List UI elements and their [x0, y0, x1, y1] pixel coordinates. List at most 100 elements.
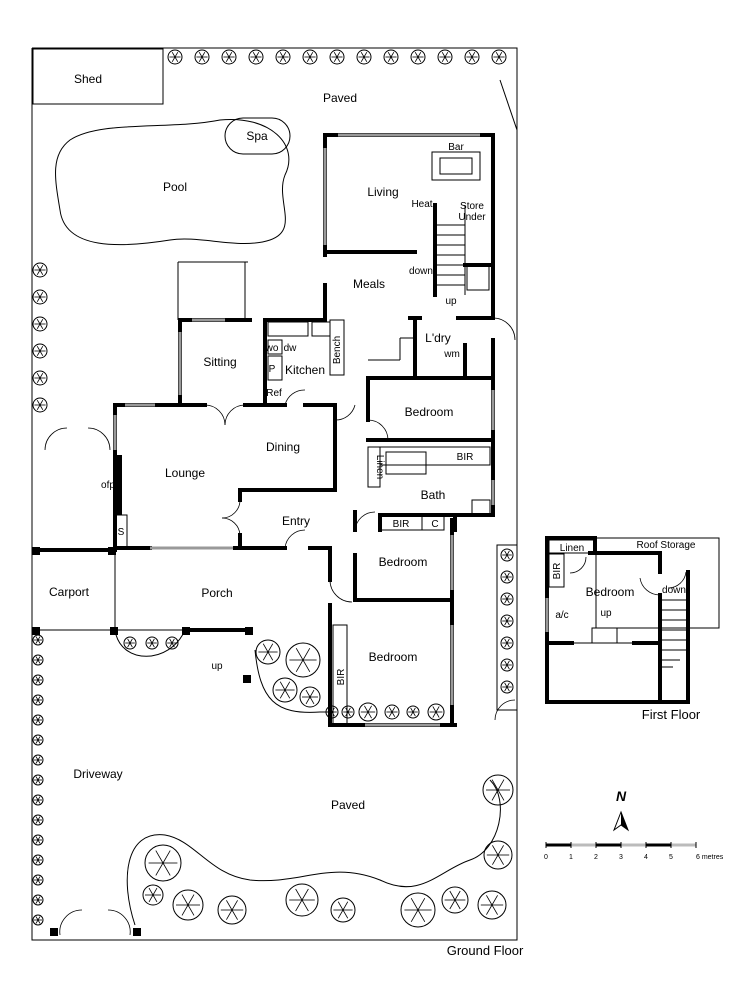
label-meals: Meals: [353, 277, 385, 291]
label-porch: Porch: [201, 586, 232, 600]
tree-icon: [437, 49, 453, 65]
scale-tick-label: 3: [619, 854, 623, 861]
label-down: down: [409, 266, 433, 277]
tree-icon: [500, 548, 514, 562]
tree-icon: [221, 49, 237, 65]
tree-icon: [400, 892, 436, 928]
label-up-porch: up: [211, 661, 223, 672]
tree-icon: [427, 703, 445, 721]
label-ref: Ref: [266, 388, 282, 399]
label-wm: wm: [443, 349, 460, 360]
first-floor-plan: Linen Roof Storage BIR Bedroom a/c up do…: [545, 536, 720, 722]
tree-icon: [330, 897, 356, 923]
tree-icon: [32, 694, 44, 706]
tree-icon: [32, 370, 48, 386]
tree-icon: [383, 49, 399, 65]
tree-icon: [167, 49, 183, 65]
tree-icon: [406, 705, 420, 719]
scale-tick-label: 5: [669, 854, 673, 861]
tree-icon: [142, 884, 164, 906]
tree-icon: [255, 639, 281, 665]
site-boundary: [31, 47, 518, 941]
tree-icon: [32, 289, 48, 305]
label-bir-1: BIR: [457, 452, 474, 463]
label-bir-2: BIR: [393, 519, 410, 530]
tree-icon: [500, 592, 514, 606]
tree-icon: [477, 890, 507, 920]
tree-icon: [217, 895, 247, 925]
label-ofp: ofp: [101, 480, 115, 491]
scale-tick-label: 1: [569, 854, 573, 861]
tree-icon: [172, 889, 204, 921]
tree-icon: [410, 49, 426, 65]
tree-icon: [341, 705, 355, 719]
pool: [55, 118, 290, 246]
tree-icon: [32, 316, 48, 332]
label-bedroom-3: Bedroom: [369, 650, 418, 664]
label-laundry: L'dry: [425, 331, 451, 345]
scale-tick-label: 2: [594, 854, 598, 861]
label-c: C: [431, 519, 438, 530]
tree-icon: [32, 714, 44, 726]
label-entry: Entry: [282, 514, 310, 528]
tree-icon: [285, 642, 321, 678]
tree-icon: [500, 614, 514, 628]
tree-icon: [464, 49, 480, 65]
tree-icon: [144, 844, 182, 882]
label-bench: Bench: [332, 336, 343, 364]
tree-icon: [500, 658, 514, 672]
label-sitting: Sitting: [203, 355, 236, 369]
tree-icon: [500, 636, 514, 650]
label-paved-bottom: Paved: [331, 798, 365, 812]
label-bedroom-1: Bedroom: [405, 405, 454, 419]
tree-icon: [441, 886, 469, 914]
walls: [32, 133, 518, 936]
tree-icon: [358, 702, 378, 722]
tree-icon: [194, 49, 210, 65]
label-store: Store: [460, 201, 484, 212]
tree-icon: [356, 49, 372, 65]
scale-tick-label: 0: [544, 854, 548, 861]
tree-icon: [285, 883, 319, 917]
ff-label-bir: BIR: [552, 563, 563, 580]
tree-icon: [491, 49, 507, 65]
tree-icon: [32, 734, 44, 746]
label-pool: Pool: [163, 180, 187, 194]
tree-icon: [500, 570, 514, 584]
first-floor-caption: First Floor: [642, 707, 701, 722]
label-heat: Heat: [411, 199, 432, 210]
tree-icon: [32, 754, 44, 766]
ff-label-up: up: [600, 608, 612, 619]
tree-icon: [32, 654, 44, 666]
scale-tick-label: 4: [644, 854, 648, 861]
ff-label-down: down: [662, 585, 686, 596]
label-living: Living: [367, 185, 398, 199]
scale-bar: 0 1 2 3 4 5 6 metres: [544, 842, 724, 861]
label-wo: wo: [265, 343, 279, 354]
tree-icon: [32, 874, 44, 886]
tree-icon: [483, 840, 513, 870]
tree-icon: [32, 397, 48, 413]
tree-icon: [32, 834, 44, 846]
label-bar: Bar: [448, 142, 464, 153]
tree-icon: [329, 49, 345, 65]
room-labels: Shed Paved Spa Pool Bar Living Heat Stor…: [49, 72, 524, 958]
tree-icon: [299, 686, 321, 708]
label-paved: Paved: [323, 91, 357, 105]
garden-trees: [32, 49, 514, 928]
tree-icon: [32, 674, 44, 686]
tree-icon: [32, 814, 44, 826]
tree-icon: [272, 677, 298, 703]
tree-icon: [32, 262, 48, 278]
label-dining: Dining: [266, 440, 300, 454]
label-spa: Spa: [246, 129, 268, 143]
tree-icon: [248, 49, 264, 65]
ff-label-ac: a/c: [555, 610, 568, 621]
north-compass: N: [612, 788, 630, 832]
compass-label: N: [616, 788, 627, 804]
ground-floor-caption: Ground Floor: [447, 943, 524, 958]
scale-tick-label: 6 metres: [696, 854, 724, 861]
tree-icon: [165, 636, 179, 650]
label-bedroom-2: Bedroom: [379, 555, 428, 569]
